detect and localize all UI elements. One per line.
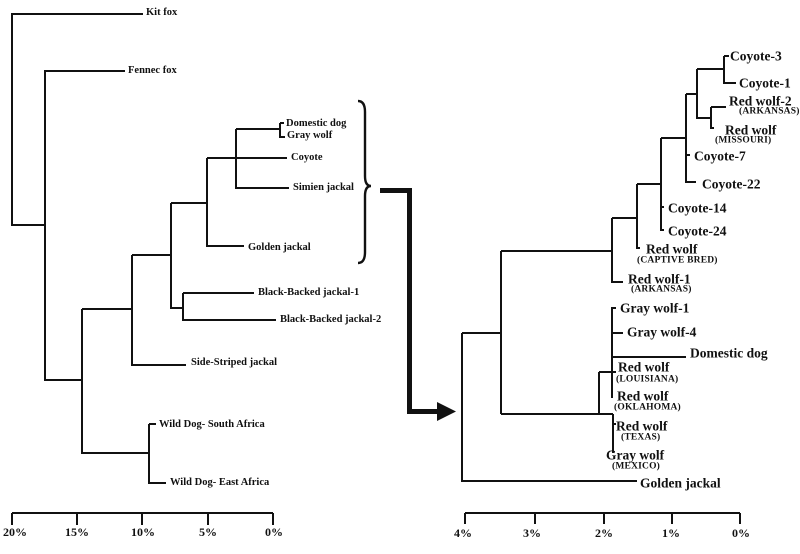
taxon-label: Red wolf <box>646 241 698 257</box>
taxon-label: Golden jackal <box>248 241 311 253</box>
taxon-label: Black-Backed jackal-2 <box>280 313 382 325</box>
taxon-label: Red wolf-1 <box>628 271 691 287</box>
taxon-label: Red wolf <box>618 359 670 375</box>
zoom-arrow <box>380 188 456 421</box>
taxon-label: Gray wolf <box>606 447 665 463</box>
taxon-sublabel: (OKLAHOMA) <box>614 402 681 413</box>
scale-tick-label: 4% <box>454 526 472 540</box>
taxon-label: Red wolf <box>725 122 777 138</box>
taxon-label: Wild Dog- East Africa <box>170 476 270 488</box>
scale-tick-label: 5% <box>199 525 217 539</box>
taxon-sublabel: (MEXICO) <box>612 461 661 472</box>
taxon-label: Coyote <box>291 151 323 163</box>
taxon-label: Gray wolf-1 <box>620 300 690 316</box>
taxon-label: Fennec fox <box>128 64 177 76</box>
taxon-label: Red wolf <box>617 388 669 404</box>
right-tree-branches <box>461 55 736 482</box>
taxon-label: Red wolf-2 <box>729 93 792 109</box>
left-scale-bar <box>11 512 274 525</box>
taxon-sublabel: (LOUISIANA) <box>616 374 679 385</box>
scale-tick-label: 0% <box>732 526 750 540</box>
taxon-label: Gray wolf-4 <box>627 324 697 340</box>
scale-tick-label: 10% <box>131 525 155 539</box>
taxon-label: Kit fox <box>146 6 178 18</box>
scale-tick-label: 2% <box>595 526 613 540</box>
taxon-label: Golden jackal <box>640 475 721 491</box>
taxon-label: Wild Dog- South Africa <box>159 418 265 430</box>
scale-tick-label: 3% <box>523 526 541 540</box>
taxon-label: Simien jackal <box>293 181 354 193</box>
taxon-label: Black-Backed jackal-1 <box>258 286 360 298</box>
taxon-sublabel: (ARKANSAS) <box>739 106 800 117</box>
brace <box>357 99 372 265</box>
taxon-sublabel: (ARKANSAS) <box>631 284 692 295</box>
taxon-label: Side-Striped jackal <box>191 356 278 368</box>
taxon-label: Coyote-1 <box>739 75 791 91</box>
taxon-sublabel: (MISSOURI) <box>715 135 772 146</box>
taxon-label: Coyote-7 <box>694 148 746 164</box>
taxon-label: Coyote-22 <box>702 176 761 192</box>
taxon-label: Gray wolf <box>287 129 333 141</box>
scale-tick-label: 1% <box>662 526 680 540</box>
taxon-label: Coyote-3 <box>730 48 782 64</box>
taxon-sublabel: (TEXAS) <box>621 432 661 443</box>
taxon-label: Coyote-14 <box>668 200 727 216</box>
scale-tick-label: 20% <box>3 525 27 539</box>
taxon-label: Red wolf <box>616 418 668 434</box>
taxon-sublabel: (CAPTIVE BRED) <box>637 255 718 266</box>
taxon-label: Domestic dog <box>286 117 347 129</box>
left-tree-branches <box>11 13 289 484</box>
scale-tick-label: 0% <box>265 525 283 539</box>
taxon-label: Coyote-24 <box>668 223 727 239</box>
taxon-label: Domestic dog <box>690 345 768 361</box>
right-scale-bar <box>464 512 741 524</box>
scale-tick-label: 15% <box>65 525 89 539</box>
